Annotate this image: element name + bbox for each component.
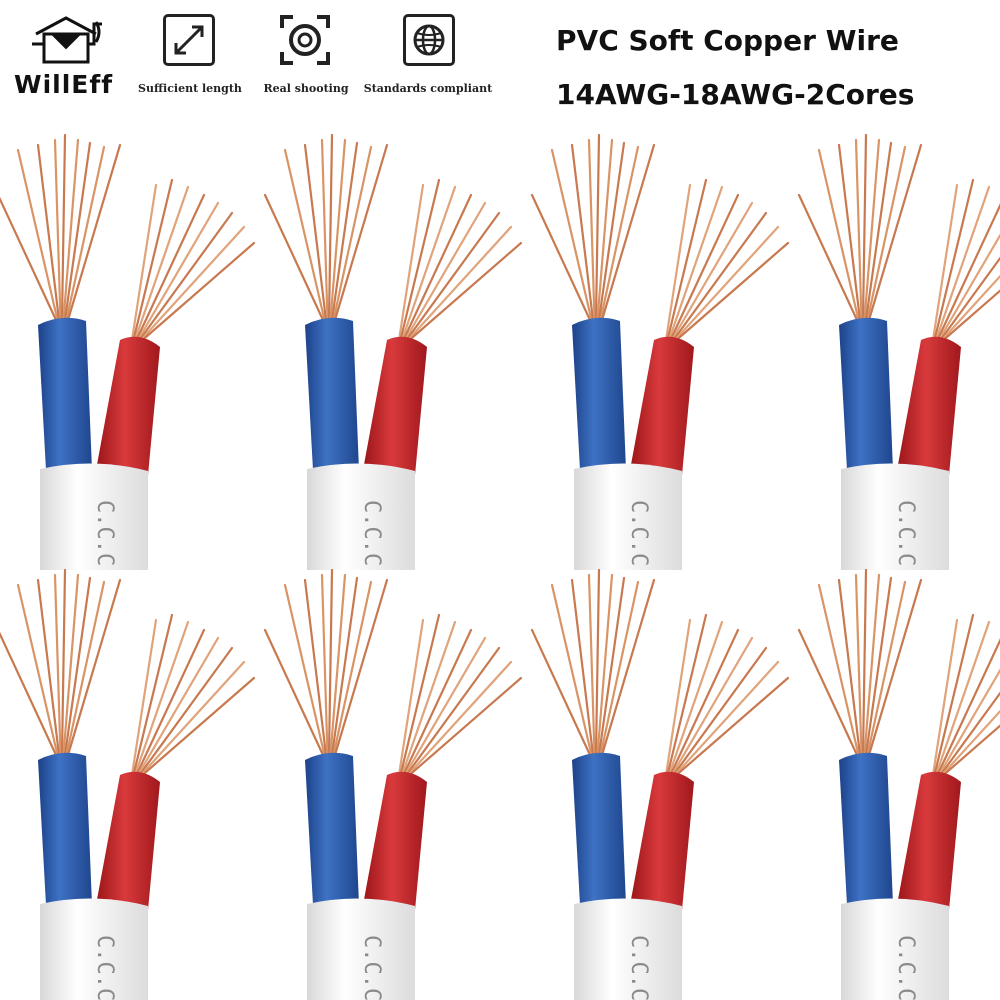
feature-label: Sufficient length [138,82,242,95]
camera-lens-icon [279,14,331,66]
feature-label: Standards compliant [363,82,493,95]
wire-photo-tile: C.C.C [0,568,256,1000]
sheath-marking: C.C.C [359,935,384,1000]
wire-photo-grid: C.C.C C.C.C C.C.C C.C.C C.C.C C.C.C C.C.C C.C.C [0,133,1000,1000]
wire-photo-tile: C.C.C [263,133,523,570]
product-photo-grid: C.C.C C.C.C C.C.C C.C.C C.C.C C.C.C C.C.C C.C.C [0,130,1000,1000]
wire-photo-tile: C.C.C [0,133,256,570]
feature-sufficient-length: Sufficient length [125,14,255,104]
wire-photo-tile: C.C.C [797,133,1000,570]
sheath-marking: C.C.C [92,935,117,1000]
product-spec: 14AWG-18AWG-2Cores [556,78,915,111]
feature-real-shooting: Real shooting [241,14,371,104]
wire-photo-tile: C.C.C [263,568,523,1000]
sheath-marking: C.C.C [893,500,918,566]
wire-photo-tile: C.C.C [797,568,1000,1000]
sheath-marking: C.C.C [626,500,651,566]
sheath-marking: C.C.C [359,500,384,566]
wire-photo-tile: C.C.C [530,133,790,570]
sheath-marking: C.C.C [893,935,918,1000]
brand-logo: WillEff [14,14,114,104]
house-wire-logo-icon [32,16,102,64]
sheath-marking: C.C.C [626,935,651,1000]
feature-standards-compliant: Standards compliant [363,14,493,104]
globe-icon [403,14,455,66]
wire-photo-tile: C.C.C [530,568,790,1000]
diagonal-arrow-icon [163,14,215,66]
header-banner: WillEff Sufficient length Real shooting [0,0,1000,130]
sheath-marking: C.C.C [92,500,117,566]
product-title: PVC Soft Copper Wire [556,24,899,57]
brand-name: WillEff [14,70,114,99]
feature-label: Real shooting [263,82,349,95]
